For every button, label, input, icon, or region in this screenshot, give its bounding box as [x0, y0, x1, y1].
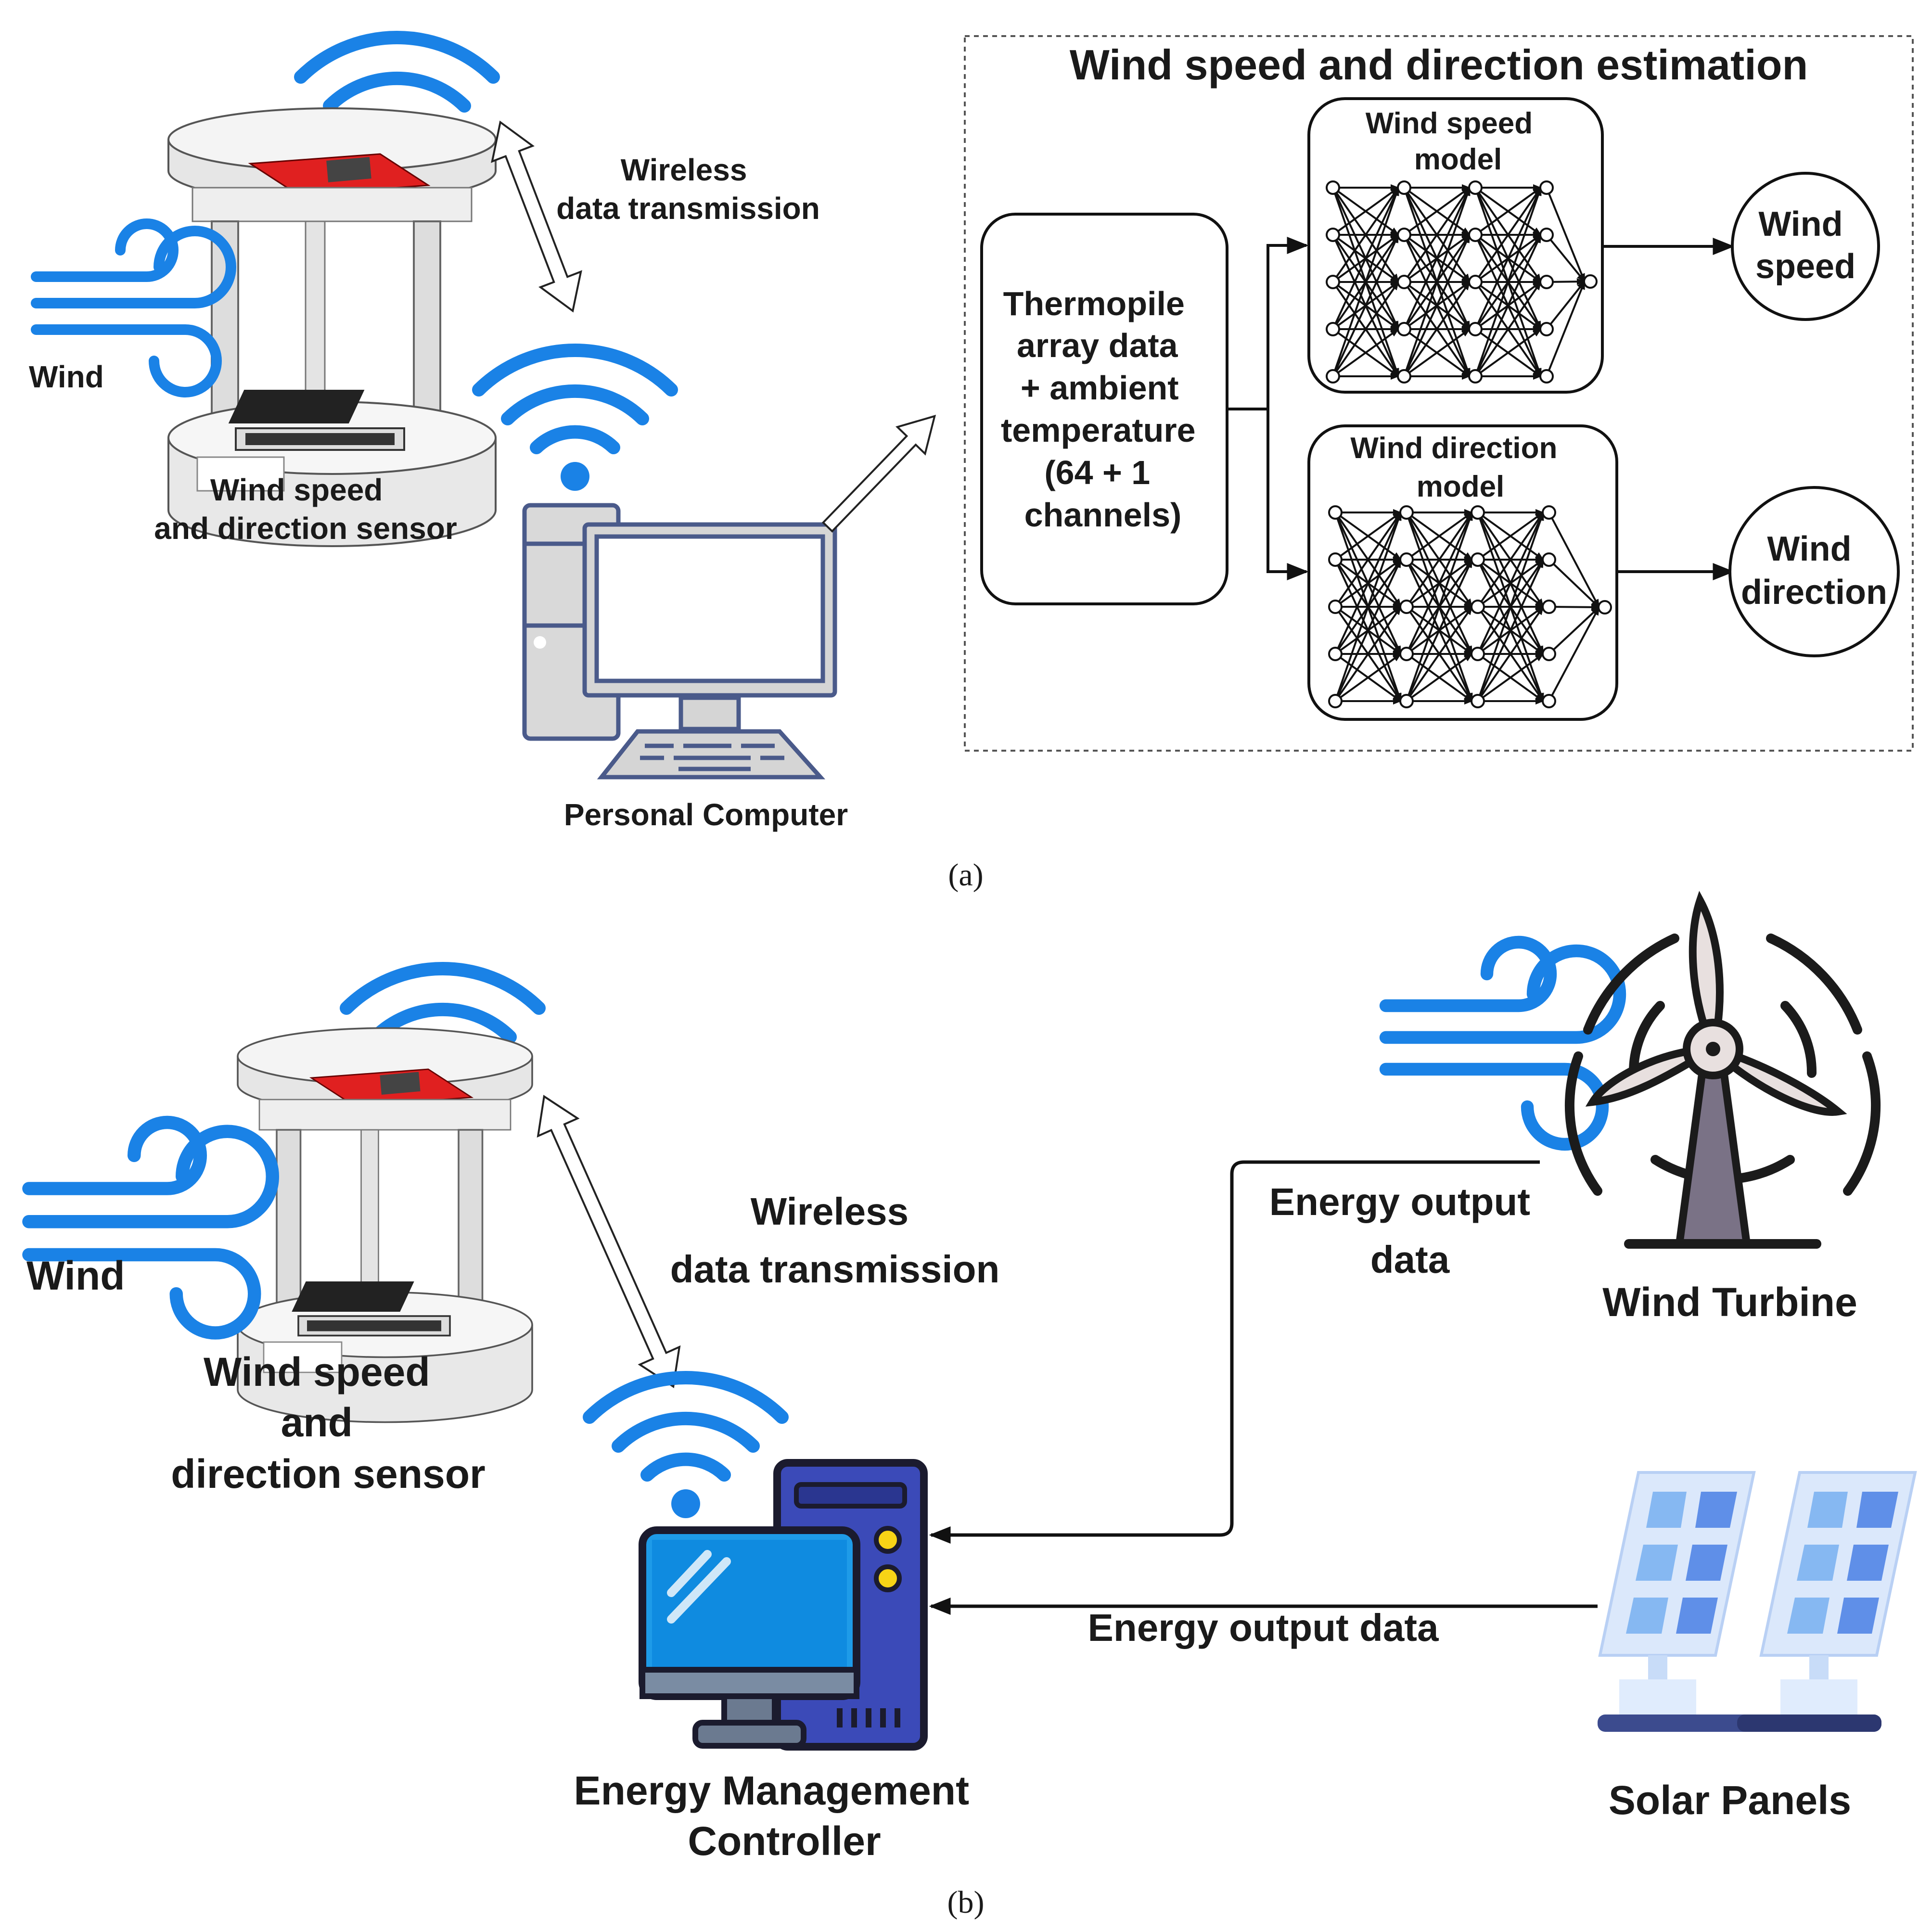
solar-data-label: Energy output data	[1088, 1606, 1439, 1649]
input-label: Thermopile array data + ambient temperat…	[1001, 285, 1205, 534]
pc-to-estimation-arrow	[821, 414, 936, 533]
direction-model-label: Wind direction model	[1350, 432, 1565, 503]
turbine-data-arrow	[929, 1160, 1540, 1544]
panel-a: Wind Wind speed and direction sensor Wir…	[29, 35, 1914, 893]
direction-output-node	[1728, 486, 1900, 657]
wind-turbine-icon	[1564, 891, 1881, 1249]
caption-a: (a)	[948, 857, 983, 893]
turbine-data-label: Energy output data	[1269, 1180, 1541, 1281]
speed-output-node	[1731, 172, 1880, 321]
desktop-computer-icon	[639, 1459, 928, 1751]
wireless-link-arrow	[491, 120, 582, 313]
direction-output-label: Wind direction	[1741, 530, 1887, 612]
neural-network-icon	[1326, 180, 1598, 384]
sensor-label: Wind speed and direction sensor	[171, 1349, 486, 1497]
input-box	[980, 213, 1228, 605]
wind-icon	[1386, 942, 1620, 1144]
desktop-computer-icon	[522, 503, 837, 780]
wind-label: Wind	[26, 1253, 125, 1298]
turbine-label: Wind Turbine	[1602, 1279, 1857, 1325]
sensor-label: Wind speed and direction sensor	[154, 473, 457, 546]
solar-label: Solar Panels	[1609, 1778, 1851, 1823]
panel-b: Wind Wind speed and direction sensor Wir…	[26, 891, 1915, 1920]
wireless-label: Wireless data transmission	[556, 153, 820, 226]
estimation-title: Wind speed and direction estimation	[1070, 41, 1808, 89]
neural-network-icon	[1328, 505, 1612, 708]
input-split-connector	[1227, 237, 1309, 580]
caption-b: (b)	[947, 1885, 985, 1920]
speed-model-label: Wind speed model	[1366, 107, 1541, 176]
wireless-link-arrow	[537, 1095, 681, 1388]
wind-label: Wind	[29, 359, 104, 394]
speed-output-label: Wind speed	[1755, 205, 1855, 286]
wifi-icon	[479, 350, 671, 491]
estimation-box: Wind speed and direction estimation Ther…	[964, 35, 1914, 752]
pc-label: Personal Computer	[564, 797, 848, 832]
wind-icon	[29, 1123, 272, 1333]
wireless-label: Wireless data transmission	[670, 1190, 1000, 1291]
solar-panel-icon	[1598, 1472, 1915, 1732]
controller-label: Energy Management Controller	[574, 1768, 981, 1864]
wifi-icon	[589, 1378, 782, 1518]
